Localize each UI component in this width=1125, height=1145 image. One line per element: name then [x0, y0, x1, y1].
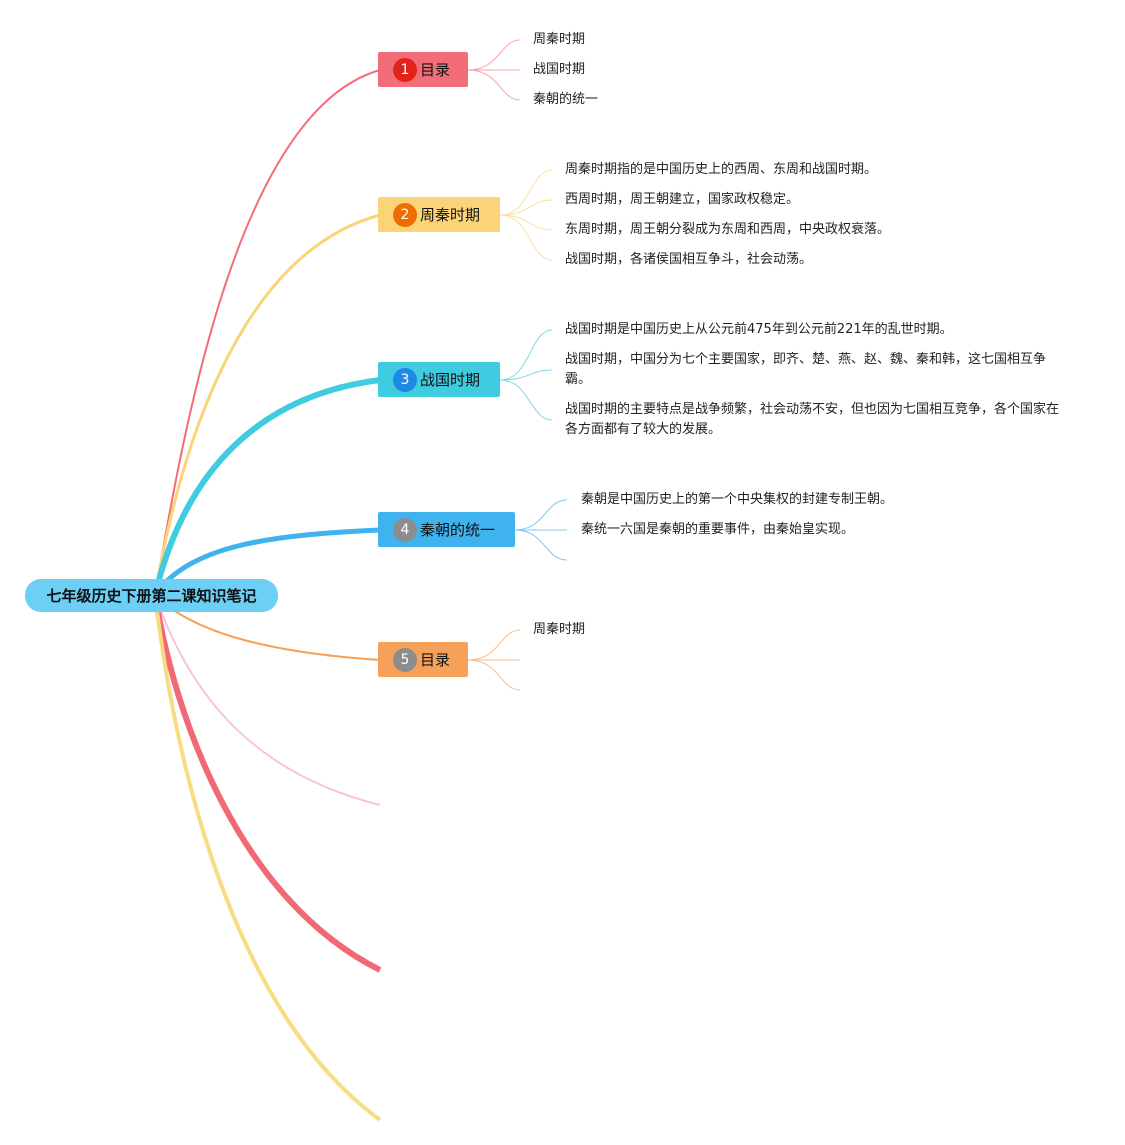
branch-line-8	[153, 594, 382, 1122]
number-5-icon: 5	[393, 647, 417, 672]
leaf-text[interactable]: 周秦时期	[533, 32, 586, 47]
leaf-line	[499, 169, 553, 216]
leaf-line	[467, 69, 521, 101]
topic-5-label: 目录	[420, 651, 451, 669]
number-1-icon: 1	[393, 57, 417, 82]
leaf-text[interactable]: 战国时期，中国分为七个主要国家，即齐、楚、燕、赵、魏、秦和韩，这七国相互争霸。	[565, 352, 1047, 387]
leaf-line	[467, 39, 521, 71]
leaf-line	[499, 214, 553, 231]
leaf-line	[499, 369, 553, 381]
leaf-text[interactable]: 战国时期是中国历史上从公元前475年到公元前221年的乱世时期。	[565, 322, 953, 337]
leaf-text[interactable]: 战国时期的主要特点是战争频繁，社会动荡不安，但也因为七国相互竞争，各个国家在各方…	[565, 402, 1060, 437]
leaf-text[interactable]: 东周时期，周王朝分裂成为东周和西周，中央政权衰落。	[565, 222, 891, 237]
leaf-line	[514, 499, 568, 531]
leaf-text[interactable]: 战国时期	[533, 62, 586, 77]
leaf-line	[499, 379, 553, 421]
topic-2-label: 周秦时期	[420, 206, 481, 224]
topic-5-node[interactable]: 5 目录	[378, 642, 468, 677]
leaf-text[interactable]: 秦朝是中国历史上的第一个中央集权的封建专制王朝。	[581, 492, 894, 507]
leaf-line	[499, 329, 553, 381]
leaf-text[interactable]: 战国时期，各诸侯国相互争斗，社会动荡。	[565, 252, 813, 267]
topic-2-node[interactable]: 2 周秦时期	[378, 197, 500, 232]
branch-line-6	[154, 594, 381, 806]
leaf-line	[499, 199, 553, 216]
branch-line-1	[154, 69, 381, 596]
topic-1-label: 目录	[420, 61, 451, 79]
leaf-text[interactable]: 西周时期，周王朝建立，国家政权稳定。	[565, 192, 800, 207]
leaf-line	[499, 214, 553, 261]
leaf-text[interactable]: 周秦时期	[533, 622, 586, 637]
number-4-icon: 4	[393, 517, 417, 542]
leaf-text[interactable]: 周秦时期指的是中国历史上的西周、东周和战国时期。	[565, 162, 878, 177]
topic-1-node[interactable]: 1 目录	[378, 52, 468, 87]
branch-line-4	[152, 527, 381, 597]
leaf-text[interactable]: 秦朝的统一	[533, 92, 599, 107]
root-topic-label: 七年级历史下册第二课知识笔记	[46, 587, 257, 605]
root-topic[interactable]: 七年级历史下册第二课知识笔记	[25, 579, 278, 612]
leaf-line	[467, 659, 521, 691]
topic-4-node[interactable]: 4 秦朝的统一	[378, 512, 515, 547]
number-2-icon: 2	[393, 202, 417, 227]
leaf-line	[467, 629, 521, 661]
topic-3-label: 战国时期	[420, 371, 481, 389]
branch-line-3	[152, 377, 381, 596]
topic-4-label: 秦朝的统一	[420, 521, 496, 539]
leaf-line	[514, 529, 568, 561]
leaf-text[interactable]: 秦统一六国是秦朝的重要事件，由秦始皇实现。	[581, 522, 855, 537]
number-3-icon: 3	[393, 367, 417, 392]
topic-3-node[interactable]: 3 战国时期	[378, 362, 500, 397]
branch-line-7	[152, 594, 382, 973]
branch-line-2	[153, 213, 381, 596]
